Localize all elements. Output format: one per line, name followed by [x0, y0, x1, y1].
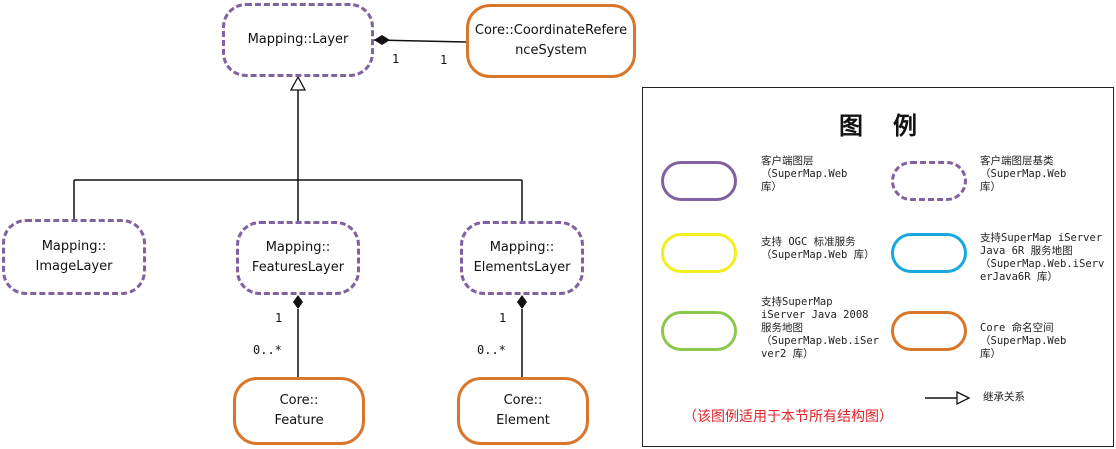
multiplicity-elements-top: 1: [499, 311, 507, 325]
legend-label-yellow: 支持 OGC 标准服务 （SuperMap.Web 库）: [761, 236, 875, 261]
legend-note: （该图例适用于本节所有结构图）: [683, 409, 893, 425]
multiplicity-elements-bottom: 0..*: [477, 343, 506, 357]
node-feature-label-line2: Feature: [274, 413, 324, 428]
legend-inheritance-arrow-icon: [925, 390, 971, 406]
multiplicity-features-top: 1: [275, 311, 283, 325]
node-mapping-image-layer[interactable]: Mapping:: ImageLayer: [2, 219, 146, 295]
legend-swatch-purple-solid: [661, 161, 737, 201]
multiplicity-layer-crs-right: 1: [440, 53, 448, 67]
node-element-label-line1: Core::: [503, 393, 543, 408]
multiplicity-layer-crs-left: 1: [392, 52, 400, 66]
legend-swatch-purple-dashed: [891, 161, 967, 201]
node-mapping-features-layer[interactable]: Mapping:: FeaturesLayer: [236, 221, 360, 295]
legend-label-inheritance: 继承关系: [983, 391, 1025, 403]
node-mapping-elements-layer[interactable]: Mapping:: ElementsLayer: [460, 221, 584, 295]
node-features-label-line2: FeaturesLayer: [251, 260, 345, 275]
node-feature-label-line1: Core::: [279, 393, 319, 408]
legend-label-green: 支持SuperMap iServer Java 2008 服务地图 （Super…: [761, 296, 879, 360]
node-features-label-line1: Mapping::: [265, 240, 331, 255]
inheritance-arrowhead: [289, 75, 307, 91]
legend-label-blue: 支持SuperMap iServer Java 6R 服务地图 （SuperMa…: [980, 232, 1105, 283]
node-elements-label-line1: Mapping::: [489, 240, 555, 255]
node-crs-label-line1: Core::CoordinateRefere: [474, 23, 628, 38]
multiplicity-features-bottom: 0..*: [253, 343, 282, 357]
node-core-coordinate-reference-system[interactable]: Core::CoordinateRefere nceSystem: [466, 4, 636, 78]
node-elements-label-line2: ElementsLayer: [473, 260, 571, 275]
node-mapping-layer[interactable]: Mapping::Layer: [222, 3, 374, 77]
node-mapping-layer-label: Mapping::Layer: [247, 32, 349, 47]
node-core-element[interactable]: Core:: Element: [457, 377, 589, 445]
legend-title: 图例: [839, 112, 947, 140]
legend-swatch-yellow: [661, 233, 737, 273]
node-image-label-line1: Mapping::: [41, 239, 107, 254]
node-crs-label-line2: nceSystem: [515, 43, 587, 58]
node-core-feature[interactable]: Core:: Feature: [233, 377, 365, 445]
legend-swatch-orange: [891, 311, 967, 351]
node-element-label-line2: Element: [496, 413, 550, 428]
legend-label-purple-solid: 客户端图层 （SuperMap.Web 库）: [761, 155, 848, 193]
legend-label-purple-dashed: 客户端图层基类 （SuperMap.Web 库）: [980, 155, 1067, 193]
composition-diamond-elements: [517, 295, 527, 309]
node-image-label-line2: ImageLayer: [35, 259, 113, 274]
legend-label-orange: Core 命名空间 （SuperMap.Web 库）: [980, 322, 1067, 360]
legend-swatch-green: [661, 311, 737, 351]
legend-panel: 图例 客户端图层 （SuperMap.Web 库） 客户端图层基类 （Super…: [642, 87, 1114, 447]
composition-diamond-features: [293, 295, 303, 309]
legend-swatch-blue: [891, 233, 967, 273]
composition-diamond-layer: [374, 35, 390, 45]
